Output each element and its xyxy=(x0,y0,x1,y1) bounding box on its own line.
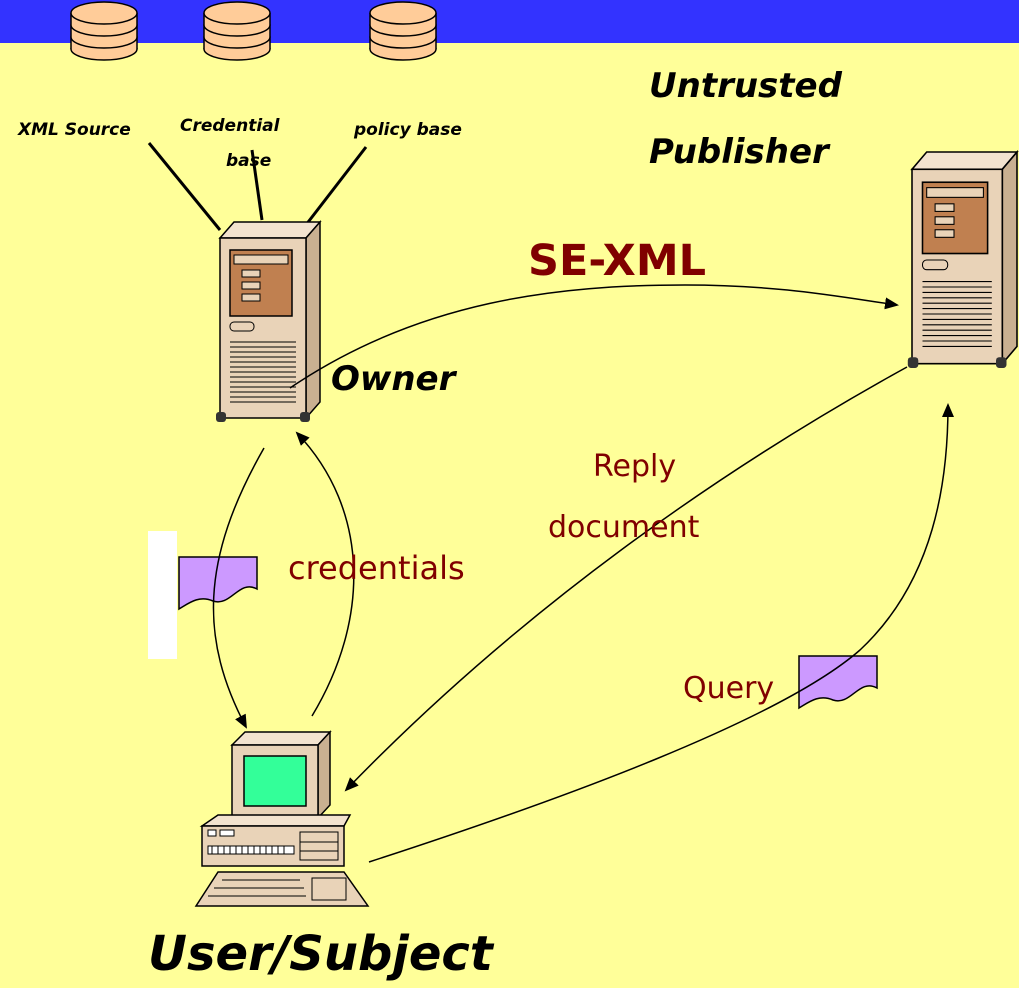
database-xml-source-icon xyxy=(70,1,138,61)
reply-label-line1: Reply xyxy=(593,449,676,484)
database-credential-base-icon xyxy=(203,1,271,61)
header-bar xyxy=(0,0,1019,43)
blank-panel xyxy=(148,531,177,659)
se-xml-arrow xyxy=(289,284,899,389)
query-arrow xyxy=(368,403,954,863)
query-document-icon xyxy=(798,655,878,709)
publisher-label-line2: Publisher xyxy=(649,132,831,172)
xml-source-label: XML Source xyxy=(17,120,131,140)
credential-base-connector xyxy=(250,149,264,221)
owner-label: Owner xyxy=(331,359,458,399)
reply-document-arrow xyxy=(344,366,908,792)
credential-base-label-line1: Credential xyxy=(180,116,281,136)
owner-server-icon xyxy=(215,221,321,423)
publisher-label-line1: Untrusted xyxy=(649,66,843,106)
credentials-label: credentials xyxy=(288,549,465,587)
credential-base-label-line2: base xyxy=(226,151,271,171)
database-policy-base-icon xyxy=(369,1,437,61)
xml-source-connector xyxy=(147,142,222,231)
owner-to-user-arrow xyxy=(212,447,265,729)
query-label: Query xyxy=(683,671,774,706)
policy-base-label: policy base xyxy=(353,120,462,140)
reply-label-line2: document xyxy=(548,510,700,545)
publisher-server-icon xyxy=(906,151,1018,369)
policy-base-connector xyxy=(300,146,368,231)
user-subject-label: User/Subject xyxy=(148,926,495,982)
se-xml-label: SE-XML xyxy=(528,236,706,286)
credentials-arrow xyxy=(295,431,355,717)
user-workstation-icon xyxy=(194,730,370,907)
